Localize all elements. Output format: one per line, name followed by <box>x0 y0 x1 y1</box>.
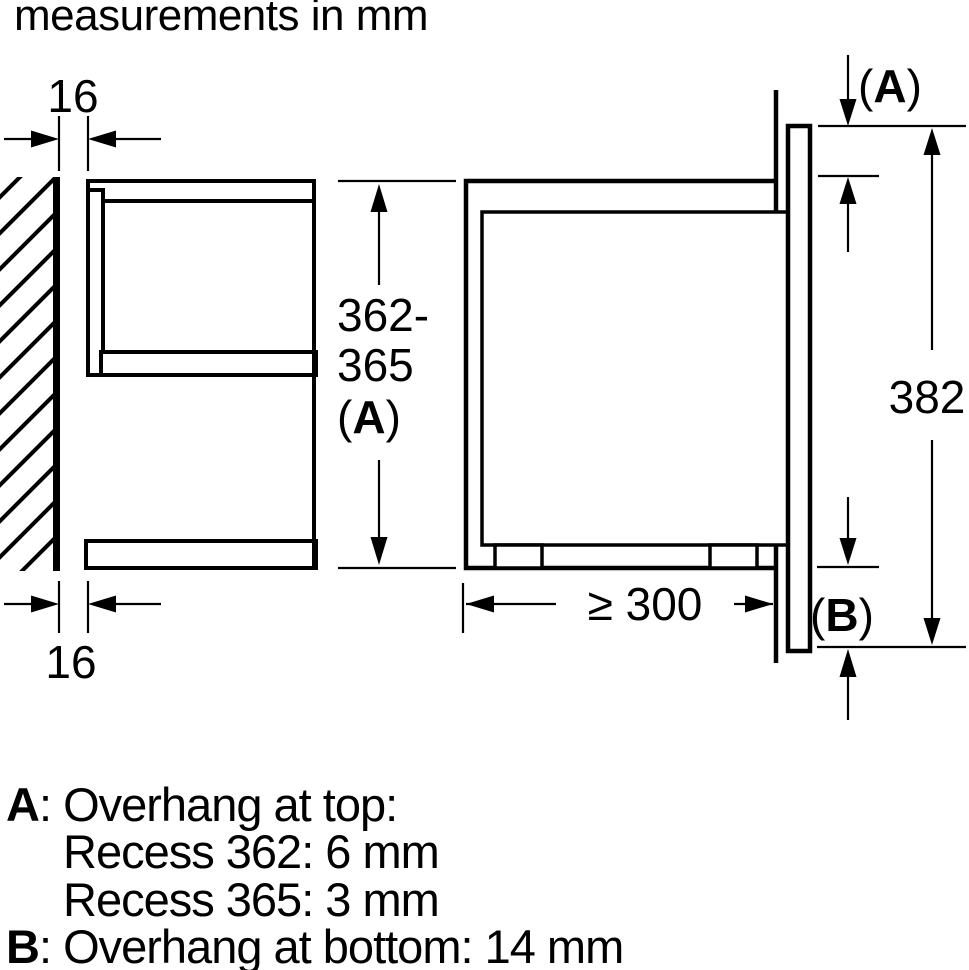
niche-bottom-board <box>84 539 318 570</box>
wall-section <box>0 177 60 571</box>
dim-label-min-depth: ≥ 300 <box>588 578 703 630</box>
dim-wall-gap-top: 16 <box>4 70 161 171</box>
arrow-down-icon <box>839 99 857 126</box>
arrow-right-icon <box>31 595 59 613</box>
arrow-up-icon <box>839 177 857 204</box>
legend-item-a-sub2: Recess 365: 3 mm <box>63 873 440 926</box>
dim-min-depth: ≥ 300 <box>461 578 773 633</box>
arrow-right-icon <box>31 130 59 148</box>
legend-item-a-sub1: Recess 362: 6 mm <box>63 825 440 878</box>
dim-label-niche-height-2: 365 <box>337 339 414 391</box>
appliance-body <box>463 90 813 663</box>
arrow-left-icon <box>466 595 494 613</box>
wall-line <box>53 177 60 571</box>
wall-hatching <box>0 177 53 571</box>
appliance-foot-left <box>493 543 544 570</box>
dim-overhang-bottom: (B) <box>810 497 879 720</box>
arrow-right-icon <box>745 595 773 613</box>
arrow-down-icon <box>923 618 941 645</box>
dim-label-niche-height-1: 362- <box>337 289 429 341</box>
arrow-left-icon <box>88 130 116 148</box>
body-outline <box>463 178 776 571</box>
dim-label-gap-bottom: 16 <box>45 636 96 688</box>
arrow-up-icon <box>839 649 857 677</box>
dim-overhang-top: (A) <box>818 55 966 252</box>
legend-item-a: A: Overhang at top: <box>6 778 398 831</box>
front-panel <box>785 123 813 654</box>
appliance-foot-right <box>708 543 759 570</box>
niche-shelf-board <box>99 350 318 377</box>
arrow-down-icon <box>370 537 388 565</box>
dim-label-niche-height-ref: (A) <box>337 391 401 443</box>
dim-label-front-height: 382 <box>889 371 966 423</box>
page-title: measurements in mm <box>14 0 429 40</box>
legend-item-b: B: Overhang at bottom: 14 mm <box>6 920 624 970</box>
dim-label-overhang-bottom: (B) <box>810 589 874 641</box>
arrow-up-icon <box>923 128 941 155</box>
dim-front-height: 382 <box>817 128 966 649</box>
arrow-up-icon <box>370 184 388 212</box>
dim-niche-height: 362- 365 (A) <box>337 179 456 570</box>
legend-key-a: A <box>6 778 40 831</box>
dim-wall-gap-bottom: 16 <box>4 581 161 688</box>
cabinet-niche-section <box>84 179 318 570</box>
legend-key-b: B <box>6 920 40 970</box>
body-inner-outline <box>480 210 788 547</box>
dim-label-overhang-top: (A) <box>858 60 922 112</box>
niche-back-strip <box>86 188 105 377</box>
niche-top-board <box>86 179 316 203</box>
legend-text-b: : Overhang at bottom: 14 mm <box>38 920 624 970</box>
arrow-left-icon <box>88 595 116 613</box>
dim-label-gap-top: 16 <box>47 70 98 122</box>
arrow-down-icon <box>839 538 857 565</box>
legend-text-a: : Overhang at top: <box>38 778 398 831</box>
